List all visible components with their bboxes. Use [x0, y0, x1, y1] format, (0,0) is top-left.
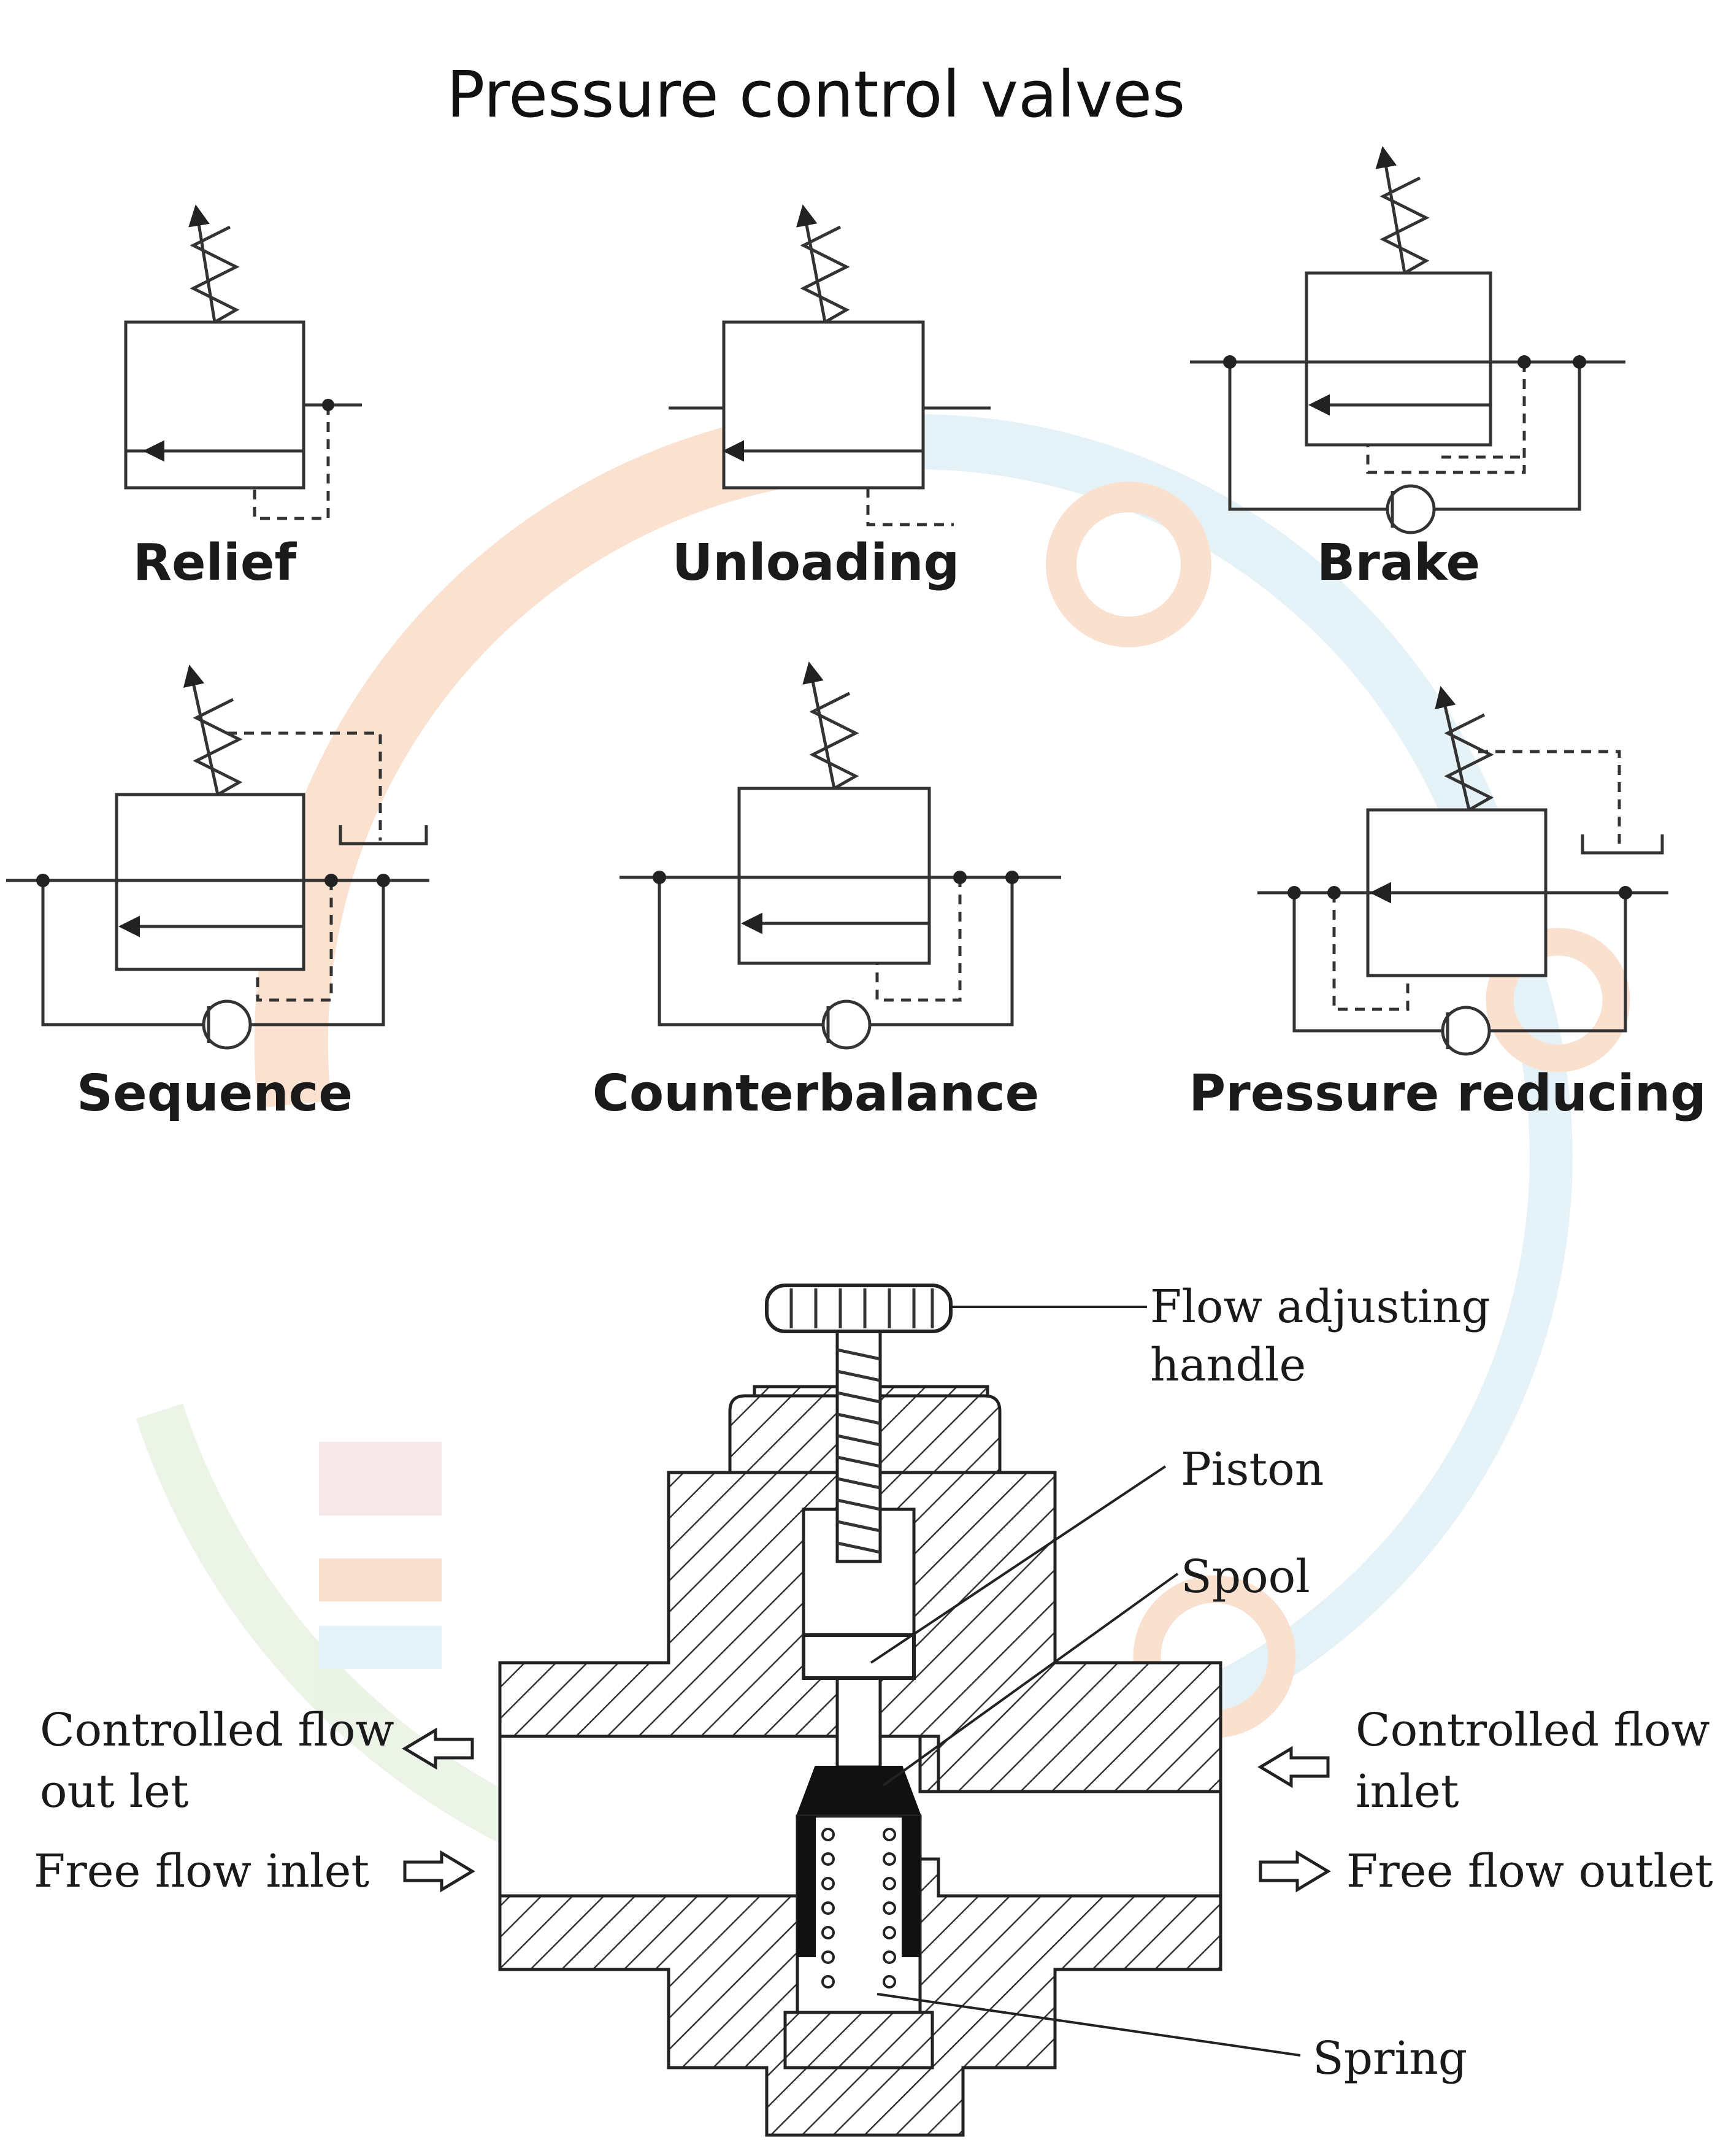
- arrow-right-icon: [403, 1850, 475, 1893]
- sequence-symbol: [6, 664, 429, 1050]
- relief-symbol: [124, 204, 362, 520]
- page-title: Pressure control valves: [447, 57, 1186, 132]
- label-controlled-inlet-line2: inlet: [1356, 1765, 1459, 1818]
- label-pressure-reducing: Pressure reducing: [1189, 1065, 1706, 1123]
- pressure-reducing-symbol: [1257, 686, 1668, 1056]
- piston: [802, 1633, 916, 1680]
- label-brake: Brake: [1317, 534, 1480, 592]
- label-sequence: Sequence: [77, 1065, 353, 1123]
- valve-cutaway: [402, 1284, 1331, 2137]
- label-spring: Spring: [1313, 2032, 1467, 2085]
- gear-icon: [1046, 482, 1211, 647]
- label-piston: Piston: [1181, 1443, 1324, 1496]
- label-controlled-outlet-line1: Controlled flow: [40, 1704, 394, 1757]
- label-controlled-inlet-line1: Controlled flow: [1356, 1704, 1710, 1757]
- spool-stem: [835, 1673, 882, 1769]
- label-free-flow-inlet: Free flow inlet: [34, 1845, 369, 1898]
- leader-spool: [882, 1573, 1179, 1787]
- flow-adjusting-handle: [765, 1284, 953, 1333]
- label-handle-line2: handle: [1150, 1339, 1306, 1392]
- leader-piston: [870, 1465, 1167, 1664]
- gear-icon: [1486, 928, 1630, 1072]
- leader-spring: [877, 1993, 1301, 2057]
- arrow-right-icon: [1259, 1850, 1331, 1893]
- label-unloading: Unloading: [672, 534, 960, 592]
- label-handle-line1: Flow adjusting: [1150, 1280, 1491, 1333]
- label-free-flow-outlet: Free flow outlet: [1346, 1845, 1713, 1898]
- counterbalance-symbol: [620, 661, 1061, 1050]
- brake-symbol: [1190, 146, 1625, 534]
- knob-knurling: [789, 1288, 934, 1328]
- label-relief: Relief: [133, 534, 297, 592]
- arrow-left-icon: [1257, 1746, 1330, 1788]
- arrow-left-icon: [402, 1727, 474, 1770]
- spool: [796, 1766, 922, 1817]
- screw-threads: [837, 1348, 881, 1554]
- label-controlled-outlet-line2: out let: [40, 1765, 189, 1818]
- unloading-symbol: [669, 204, 991, 526]
- spring: [821, 1828, 896, 1989]
- label-spool: Spool: [1181, 1550, 1310, 1603]
- label-counterbalance: Counterbalance: [593, 1065, 1040, 1123]
